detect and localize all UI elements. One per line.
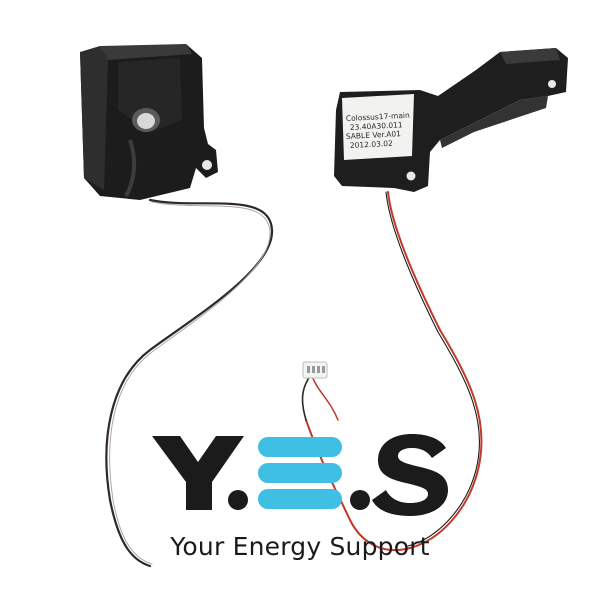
brand-tagline: Your Energy Support (170, 532, 430, 561)
logo-letter-y (152, 436, 244, 510)
logo-e-bar-middle (258, 463, 342, 483)
logo-e-bar-top (258, 437, 342, 457)
speaker-label-line1: Colossus17-main (346, 111, 411, 123)
speaker-label-line2: 23.40A30.011 (350, 120, 403, 132)
left-speaker (80, 44, 218, 200)
yes-logo (152, 434, 448, 516)
speaker-wires (105, 191, 483, 568)
right-speaker: Colossus17-main 23.40A30.011 SABLE Ver.A… (334, 48, 568, 192)
logo-dot-2 (350, 490, 370, 510)
speaker-label-line3: SABLE Ver.A01 (346, 129, 402, 141)
speaker-label-line4: 2012.03.02 (350, 139, 394, 150)
logo-dot-1 (228, 490, 248, 510)
connector (302, 361, 328, 379)
logo-e-bar-bottom (258, 489, 342, 509)
logo-letter-s (372, 434, 448, 516)
